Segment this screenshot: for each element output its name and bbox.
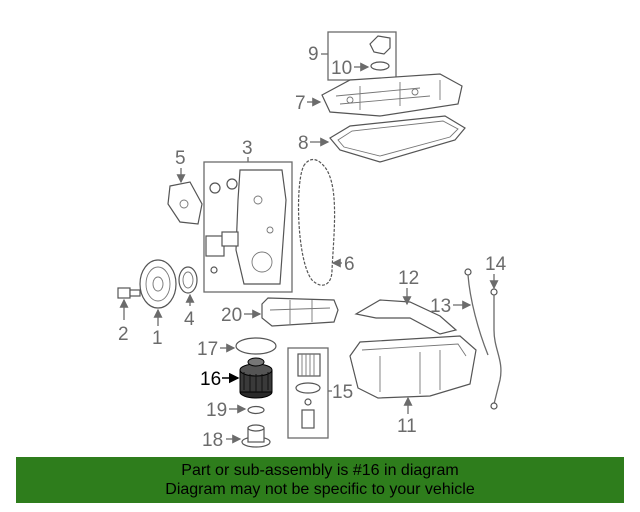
oil-pan[interactable] bbox=[349, 335, 477, 399]
callout-16: 16 bbox=[200, 369, 221, 390]
oil-pan-baffle[interactable] bbox=[354, 299, 458, 335]
timing-cover bbox=[235, 169, 287, 285]
callout-1: 1 bbox=[152, 328, 163, 349]
oil-filter-cap-highlighted[interactable] bbox=[239, 357, 273, 399]
filler-cap-gasket bbox=[370, 61, 390, 71]
part-15-box bbox=[287, 347, 329, 439]
oil-strainer-baffle[interactable] bbox=[261, 297, 339, 327]
callout-8: 8 bbox=[298, 133, 309, 154]
oil-filler-cap bbox=[369, 35, 391, 55]
filter-o-ring bbox=[295, 382, 321, 394]
callout-12: 12 bbox=[398, 268, 419, 289]
callout-7: 7 bbox=[295, 93, 306, 114]
filter-cap-o-ring[interactable] bbox=[235, 337, 277, 355]
callout-17: 17 bbox=[197, 339, 218, 360]
seal-2 bbox=[226, 178, 238, 190]
dipstick[interactable] bbox=[464, 268, 489, 356]
crankshaft-pulley[interactable] bbox=[139, 259, 177, 309]
fitment-notice-banner: Part or sub-assembly is #16 in diagram D… bbox=[16, 457, 624, 503]
callout-3: 3 bbox=[242, 138, 253, 159]
filter-element bbox=[297, 353, 321, 377]
drain-fitting bbox=[301, 409, 315, 429]
callout-20: 20 bbox=[221, 305, 242, 326]
parts-diagram: 9 10 7 8 3 5 6 bbox=[117, 31, 507, 451]
callout-6: 6 bbox=[344, 254, 355, 275]
callout-5: 5 bbox=[175, 148, 186, 169]
callout-2: 2 bbox=[118, 324, 129, 345]
dipstick-tube[interactable] bbox=[490, 288, 502, 410]
seal-1 bbox=[209, 182, 221, 194]
timing-chain[interactable] bbox=[297, 158, 336, 286]
valve-cover-gasket[interactable] bbox=[329, 115, 466, 163]
timing-cover-group[interactable] bbox=[203, 161, 293, 293]
valve-cover[interactable] bbox=[321, 73, 463, 117]
front-crank-seal[interactable] bbox=[178, 266, 198, 294]
callout-11: 11 bbox=[397, 416, 417, 437]
callout-19: 19 bbox=[206, 400, 227, 421]
banner-line-2: Diagram may not be specific to your vehi… bbox=[165, 481, 475, 498]
callout-15: 15 bbox=[332, 382, 353, 403]
drain-washer[interactable] bbox=[247, 405, 265, 415]
banner-line-1: Part or sub-assembly is #16 in diagram bbox=[181, 462, 459, 479]
callout-10: 10 bbox=[331, 58, 352, 79]
pulley-bolt[interactable] bbox=[117, 287, 141, 299]
gasket-1 bbox=[205, 235, 225, 257]
gasket-2 bbox=[221, 231, 239, 247]
bracket[interactable] bbox=[167, 181, 203, 225]
callout-4: 4 bbox=[184, 309, 195, 330]
oil-filter-element-group[interactable] bbox=[287, 347, 329, 439]
callout-14: 14 bbox=[485, 254, 507, 275]
callout-9: 9 bbox=[308, 44, 319, 65]
drain-plug[interactable] bbox=[241, 424, 271, 448]
callout-18: 18 bbox=[202, 430, 223, 451]
callout-13: 13 bbox=[430, 296, 451, 317]
